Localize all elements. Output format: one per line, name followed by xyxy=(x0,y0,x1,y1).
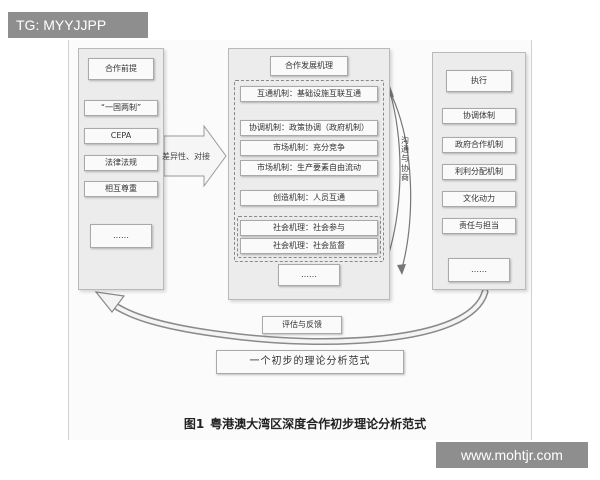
middle-dashed-group-social xyxy=(237,216,381,258)
figure-number: 图1 xyxy=(183,416,205,431)
right-panel-title: 执行 xyxy=(446,70,512,92)
left-item-cepa: CEPA xyxy=(84,128,158,144)
arrow-left-to-middle xyxy=(163,124,227,188)
middle-item-interconnect: 互通机制：基础设施互联互通 xyxy=(240,86,378,102)
middle-item-coordination: 协调机制：政策协调（政府机制） xyxy=(240,120,378,136)
middle-item-more: …… xyxy=(278,264,340,286)
feedback-label: 评估与反馈 xyxy=(262,316,342,334)
watermark-top: TG: MYYJJPP xyxy=(8,12,148,38)
middle-item-creation: 创造机制：人员互通 xyxy=(240,190,378,206)
middle-panel-title: 合作发展机理 xyxy=(270,56,348,76)
right-item-responsibility: 责任与担当 xyxy=(442,218,516,234)
right-item-benefit-distribution: 利利分配机制 xyxy=(442,164,516,180)
middle-item-market-competition: 市场机制：充分竞争 xyxy=(240,140,378,156)
middle-item-social-supervision: 社会机理：社会监督 xyxy=(240,238,378,254)
left-item-law: 法律法规 xyxy=(84,155,158,171)
arrow-right-label: 沟通与协商 xyxy=(401,136,409,182)
right-item-government-mechanism: 政府合作机制 xyxy=(442,137,516,153)
middle-item-social-participation: 社会机理：社会参与 xyxy=(240,220,378,236)
frame-edge-right xyxy=(531,40,532,440)
arrow-middle-to-right-lower xyxy=(391,95,412,269)
arrow-left-label: 差异性、对接 xyxy=(162,151,210,161)
right-item-culture-power: 文化动力 xyxy=(442,191,516,207)
watermark-bottom: www.mohtjr.com xyxy=(436,442,588,468)
left-item-respect: 相互尊重 xyxy=(84,181,158,197)
right-item-coordination-system: 协调体制 xyxy=(442,108,516,124)
frame-edge-left xyxy=(68,40,69,440)
left-item-more: …… xyxy=(90,224,152,248)
arrow-middle-to-right-lower-head xyxy=(397,264,406,275)
feedback-arrow-head xyxy=(94,291,126,313)
middle-dashed-group-outer xyxy=(234,80,384,262)
left-panel-title: 合作前提 xyxy=(88,58,154,80)
left-item-one-country: “一国两制” xyxy=(84,100,158,116)
figure-caption: 图1 粤港澳大湾区深度合作初步理论分析范式 xyxy=(150,414,460,432)
paradigm-label: 一个初步的理论分析范式 xyxy=(216,350,404,374)
right-item-more: …… xyxy=(448,258,510,282)
figure-caption-text: 粤港澳大湾区深度合作初步理论分析范式 xyxy=(210,416,427,431)
middle-item-market-factors: 市场机制：生产要素自由流动 xyxy=(240,160,378,176)
